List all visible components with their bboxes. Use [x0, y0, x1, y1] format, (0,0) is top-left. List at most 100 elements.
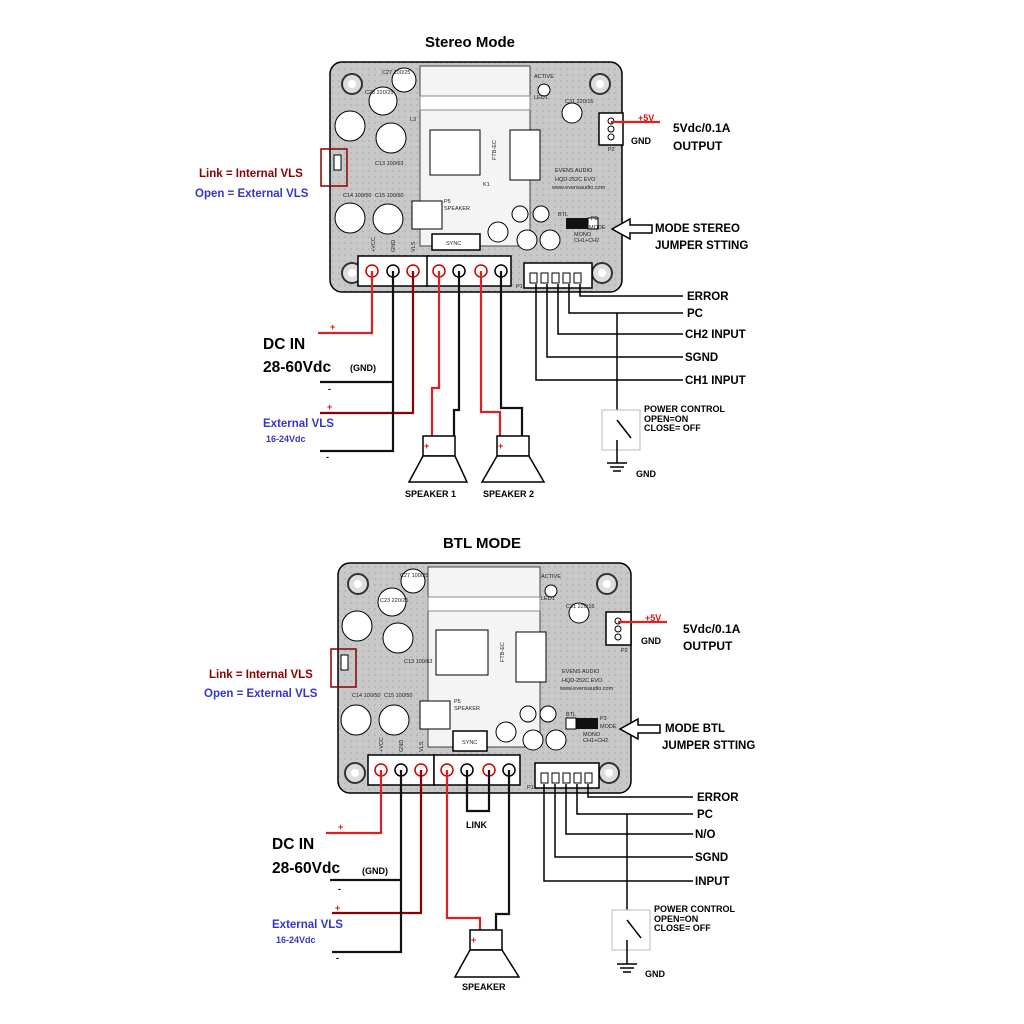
sgnd-label: SGND — [685, 352, 718, 364]
svg-text:SPEAKER: SPEAKER — [444, 206, 470, 212]
svg-text:-: - — [338, 884, 341, 894]
svg-text:BTL: BTL — [566, 712, 576, 718]
error-label: ERROR — [697, 792, 739, 804]
pc-label: PC — [697, 809, 713, 821]
power-control-label: POWER CONTROL — [654, 904, 735, 914]
svg-text:EVENS AUDIO: EVENS AUDIO — [562, 669, 600, 675]
dc-voltage-label: 28-60Vdc — [263, 359, 331, 376]
svg-text:CLOSE= OFF: CLOSE= OFF — [654, 923, 711, 933]
svg-text:-: - — [326, 452, 329, 462]
svg-text:MONO: MONO — [574, 232, 592, 238]
open-external-label: Open = External VLS — [204, 688, 318, 700]
ch1-input-label: CH1 INPUT — [685, 375, 746, 387]
svg-text:BTL: BTL — [558, 212, 568, 218]
external-vls-label: External VLS — [263, 418, 334, 430]
svg-text:C13 100/63: C13 100/63 — [404, 659, 432, 665]
svg-text:-: - — [336, 953, 339, 963]
gnd-output-label: GND — [631, 136, 652, 146]
mode-jumper — [576, 718, 598, 729]
svg-text:C13 100/63: C13 100/63 — [375, 161, 403, 167]
capacitor — [368, 86, 398, 116]
svg-text:LED1: LED1 — [534, 95, 548, 101]
svg-text:HQD-252C EVO: HQD-252C EVO — [562, 678, 603, 684]
svg-text:CLOSE= OFF: CLOSE= OFF — [644, 423, 701, 433]
capacitor — [375, 122, 407, 154]
mode-label-2: JUMPER STTING — [655, 240, 748, 252]
svg-text:+: + — [471, 935, 476, 945]
pc-label: PC — [687, 308, 703, 320]
open-external-label: Open = External VLS — [195, 188, 309, 200]
svg-text:+: + — [338, 822, 343, 832]
svg-text:P2: P2 — [608, 147, 615, 153]
mode-label-2: JUMPER STTING — [662, 740, 755, 752]
output-rating: 5Vdc/0.1A — [673, 121, 731, 135]
input-label: INPUT — [695, 876, 730, 888]
switch-icon — [616, 419, 632, 439]
power-control-label: POWER CONTROL — [644, 404, 725, 414]
svg-text:ACTIVE: ACTIVE — [534, 74, 554, 80]
switch-icon — [626, 919, 642, 939]
vls-jumper-box — [320, 148, 348, 187]
output-label: OUTPUT — [673, 139, 723, 153]
output-label: OUTPUT — [683, 639, 733, 653]
svg-text:MODE: MODE — [589, 225, 606, 231]
speaker-label: SPEAKER — [462, 982, 506, 992]
svg-text:GND: GND — [391, 240, 397, 252]
svg-text:+VCC: +VCC — [379, 737, 385, 752]
speaker-icon: + — [453, 929, 521, 978]
svg-text:ACTIVE: ACTIVE — [541, 574, 561, 580]
svg-text:+: + — [327, 402, 332, 412]
svg-text:C23 220/25: C23 220/25 — [380, 598, 408, 604]
capacitor — [372, 203, 404, 235]
svg-text:EVENS AUDIO: EVENS AUDIO — [555, 168, 593, 174]
svg-text:CH1+CH2: CH1+CH2 — [583, 738, 608, 744]
speaker-1-label: SPEAKER 1 — [405, 489, 456, 499]
mode-label-1: MODE BTL — [665, 723, 725, 735]
svg-text:OPEN=ON: OPEN=ON — [644, 414, 688, 424]
svg-text:K1: K1 — [483, 182, 490, 188]
svg-text:SYNC: SYNC — [446, 241, 461, 247]
btl-title: BTL MODE — [443, 535, 521, 552]
svg-text:SYNC: SYNC — [462, 740, 477, 746]
svg-text:+: + — [335, 903, 340, 913]
svg-text:C23 220/25: C23 220/25 — [365, 90, 393, 96]
btl-board: FTB-EC EVENS AUDIO HQD-252C EVO www.even… — [330, 562, 632, 794]
no-label: N/O — [695, 829, 716, 841]
link-internal-label: Link = Internal VLS — [199, 168, 303, 180]
svg-text:www.evensaudio.com: www.evensaudio.com — [551, 185, 606, 191]
svg-text:C14 100/50: C14 100/50 — [343, 193, 371, 199]
svg-text:www.evensaudio.com: www.evensaudio.com — [559, 686, 614, 692]
svg-text:+VCC: +VCC — [371, 237, 377, 252]
mode-arrow-icon — [610, 217, 653, 241]
svg-text:+: + — [330, 322, 335, 332]
svg-text:+: + — [498, 441, 503, 451]
stereo-section: Stereo Mode FTB-EC EVENS AUDIO HQD-252C … — [195, 34, 748, 499]
capacitor — [334, 202, 366, 234]
svg-text:HQD-252C EVO: HQD-252C EVO — [555, 177, 596, 183]
svg-text:P3: P3 — [600, 716, 607, 722]
svg-text:C15 100/50: C15 100/50 — [375, 193, 403, 199]
svg-text:P3: P3 — [591, 216, 598, 222]
svg-text:L3: L3 — [410, 117, 416, 123]
link-label: LINK — [466, 820, 487, 830]
svg-text:-: - — [328, 384, 331, 394]
svg-text:16-24Vdc: 16-24Vdc — [266, 434, 306, 444]
dc-in-label: DC IN — [272, 836, 314, 853]
link-internal-label: Link = Internal VLS — [209, 669, 313, 681]
plus5v-label: +5V — [638, 113, 654, 123]
svg-text:C15 100/50: C15 100/50 — [384, 693, 412, 699]
svg-text:MONO: MONO — [583, 732, 601, 738]
capacitor — [334, 110, 366, 142]
svg-text:VLS: VLS — [419, 741, 425, 752]
svg-text:16-24Vdc: 16-24Vdc — [276, 935, 316, 945]
svg-text:+: + — [424, 441, 429, 451]
svg-text:C14 100/50: C14 100/50 — [352, 693, 380, 699]
link-wire — [465, 770, 491, 813]
svg-text:VLS: VLS — [411, 241, 417, 252]
sgnd-label: SGND — [695, 852, 728, 864]
svg-text:OPEN=ON: OPEN=ON — [654, 914, 698, 924]
svg-text:P5: P5 — [454, 699, 461, 705]
mode-label-1: MODE STEREO — [655, 223, 740, 235]
gnd-label: GND — [645, 969, 666, 979]
svg-text:C27 100/25: C27 100/25 — [400, 573, 428, 579]
